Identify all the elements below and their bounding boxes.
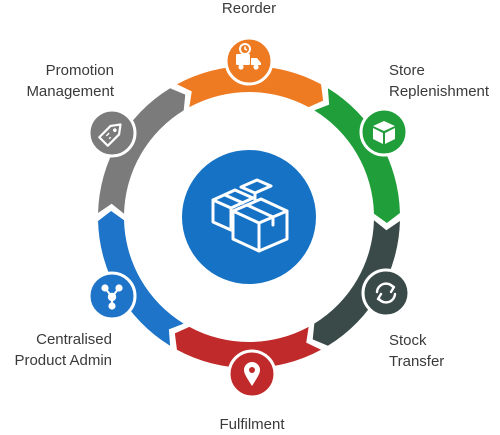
centralised-product-admin-badge bbox=[87, 271, 137, 321]
fulfilment-badge bbox=[227, 349, 277, 399]
label-store-replenishment: Store Replenishment bbox=[389, 60, 489, 102]
label-stock-transfer: Stock Transfer bbox=[389, 330, 444, 372]
label-line: Management bbox=[26, 83, 114, 100]
label-line: Replenishment bbox=[389, 83, 490, 100]
label-line: Reorder bbox=[221, 0, 277, 17]
ring-segment-reorder bbox=[176, 66, 324, 108]
network-hub-icon bbox=[101, 284, 123, 310]
promotion-management-badge bbox=[87, 108, 137, 158]
label-line: Store bbox=[389, 62, 425, 79]
label-promotion-management: Promotion Management bbox=[0, 60, 114, 102]
ring-segment-promotion-management bbox=[98, 88, 186, 214]
package-icon bbox=[373, 121, 395, 144]
center-hub bbox=[182, 150, 316, 284]
label-fulfilment: Fulfilment bbox=[204, 414, 300, 435]
stock-transfer-badge bbox=[361, 268, 411, 318]
price-tag-icon bbox=[98, 123, 122, 147]
boxes-icon bbox=[211, 178, 289, 253]
ring-segment-centralised-product-admin bbox=[98, 210, 184, 346]
ring-segment-fulfilment bbox=[174, 326, 322, 368]
ring-segment-stock-transfer bbox=[312, 220, 400, 346]
label-line: Transfer bbox=[389, 353, 445, 370]
label-line: Fulfilment bbox=[219, 416, 285, 433]
label-line: Stock bbox=[389, 332, 427, 349]
store-replenishment-badge bbox=[359, 107, 409, 157]
label-line: Product Admin bbox=[14, 352, 112, 369]
ring bbox=[98, 66, 400, 368]
label-reorder: Reorder bbox=[204, 0, 294, 19]
map-pin-icon bbox=[244, 362, 260, 386]
label-line: Promotion bbox=[45, 62, 114, 79]
transfer-arrows-icon bbox=[375, 282, 397, 304]
ring-segment-store-replenishment bbox=[314, 88, 400, 224]
label-centralised-product-admin: Centralised Product Admin bbox=[0, 329, 112, 371]
delivery-truck-icon bbox=[236, 43, 261, 70]
reorder-badge bbox=[224, 36, 274, 86]
label-line: Centralised bbox=[36, 331, 112, 348]
